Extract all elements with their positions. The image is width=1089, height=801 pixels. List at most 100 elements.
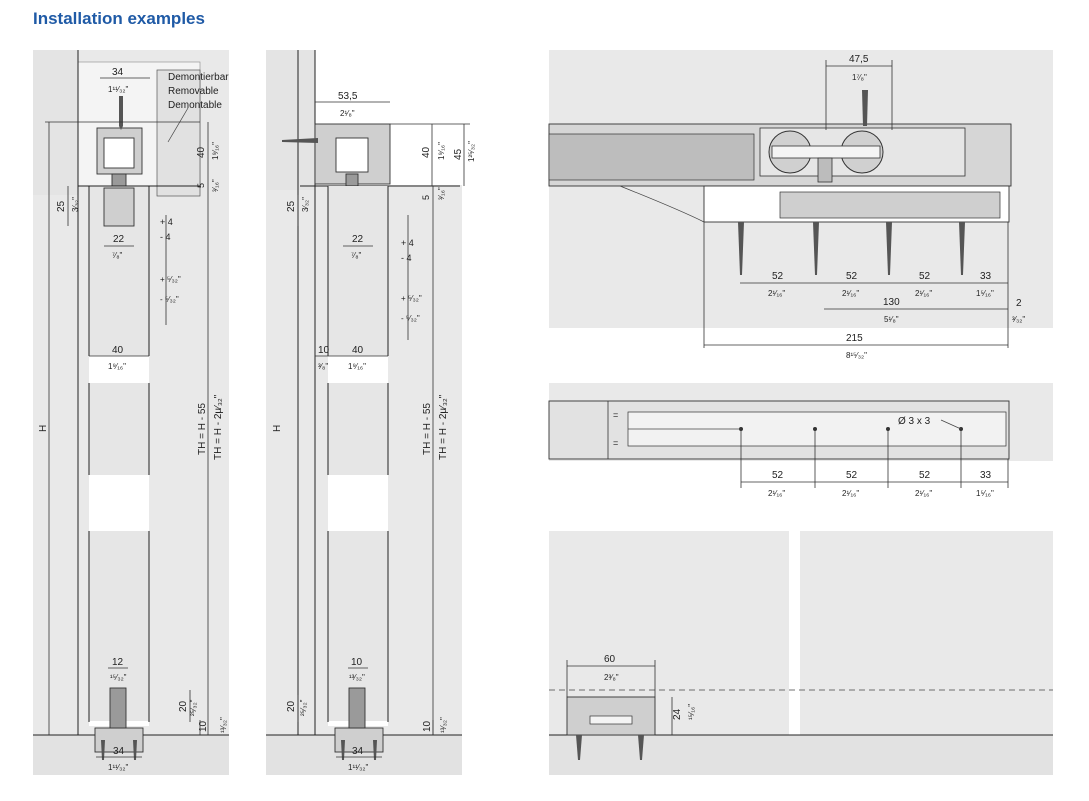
rb-floor (549, 735, 1053, 775)
rb-dim-24-in: ¹⁵⁄₁₆" (687, 704, 696, 720)
left-view-labels: Demontierbar Removable Demontable 34 1¹¹… (38, 67, 229, 772)
left-door-fitting (103, 187, 135, 227)
right-top-labels: 47,5 1⁷⁄₈" 52 52 52 2¹⁄₁₆" 2¹⁄₁₆" 2¹⁄₁₆"… (768, 54, 1025, 360)
mid-door-mid (328, 383, 388, 475)
mid-adj-minus-4: - 4 (401, 253, 412, 263)
rb-dim-24: 24 (672, 708, 683, 720)
mid-dim-34-bot: 34 (352, 746, 364, 757)
mid-dim-10-v: 10 (422, 720, 433, 732)
rm-equal-bot: = (613, 438, 618, 448)
middle-view-labels: 53,5 2¹⁄₈" 40 1⁹⁄₁₆" 45 1²⁵⁄₃₂" 5 ³⁄₁₆" … (272, 91, 476, 772)
mid-adj-plus-4: + 4 (401, 238, 414, 248)
left-dim-20-in: ²⁵⁄₃₂" (189, 699, 198, 716)
mid-dim-10-bot: 10 (351, 657, 363, 668)
left-door-mid (89, 383, 149, 475)
rt-dim-130-in: 5¹⁄₈" (884, 315, 899, 324)
left-carriage-body (103, 137, 135, 169)
right-bottom-view (549, 531, 1053, 775)
rt-dim-215: 215 (846, 333, 863, 344)
screw-icon (886, 222, 892, 275)
rt-dim-52a: 52 (772, 271, 784, 282)
left-dim-12-in: ¹⁵⁄₃₂" (110, 673, 127, 682)
mid-adj-minus-in: - ⁵⁄₃₂" (401, 314, 420, 323)
rail-screws (738, 90, 965, 275)
floor-screw-icon (638, 735, 644, 760)
right-bottom-labels: 60 2³⁄₈" 24 ¹⁵⁄₁₆" (604, 654, 696, 720)
mid-dim-10-bot-in: ¹³⁄₃₂" (349, 673, 365, 682)
mid-adj-plus-in: + ⁵⁄₃₂" (401, 294, 422, 303)
left-dim-34-top: 34 (112, 67, 124, 78)
screw-icon (738, 222, 744, 275)
rm-dim-52a: 52 (772, 470, 784, 481)
right-mid-view (548, 383, 1053, 488)
left-view (33, 50, 229, 775)
left-dim-40-h: 40 (112, 345, 124, 356)
rb-right-panel (800, 531, 1053, 775)
left-dim-25-v: 25 (56, 200, 67, 212)
mid-dim-45-v: 45 (453, 148, 464, 160)
mid-carriage-stem (345, 173, 359, 187)
mid-floor-screw-icon (373, 740, 377, 760)
left-dim-22: 22 (113, 234, 125, 245)
mid-dim-25-v-in: 3⁄₃₂" (301, 197, 310, 212)
left-dim-40-h-in: 1⁹⁄₁₆" (108, 362, 126, 371)
mid-dim-TH-in: TH = H - 2µ⁄₃₂" (438, 394, 449, 460)
rt-dim-130: 130 (883, 297, 900, 308)
floor-screw-icon (576, 735, 582, 760)
left-dim-22-in: ⁷⁄₈" (112, 251, 123, 260)
mid-floor-guide-pin (348, 687, 366, 729)
left-dim-5-v: 5 (196, 183, 206, 188)
left-adj-minus-4: - 4 (160, 232, 171, 242)
mid-dim-5-v: 5 (421, 195, 431, 200)
left-floor-screw-icon (133, 740, 137, 760)
mid-dim-40-v-in: 1⁹⁄₁₆" (437, 142, 446, 160)
screw-icon (959, 222, 965, 275)
rm-dim-52c-in: 2¹⁄₁₆" (915, 489, 932, 498)
left-dim-40-v-in: 1⁹⁄₁₆" (211, 142, 220, 160)
carriage-bolt (817, 157, 833, 183)
mid-dim-20: 20 (286, 700, 297, 712)
damper-unit (548, 133, 755, 181)
rt-dim-52b: 52 (846, 271, 858, 282)
rb-dim-60: 60 (604, 654, 616, 665)
mid-dim-40-h-in: 1⁹⁄₁₆" (348, 362, 366, 371)
mid-dim-22-in: ⁷⁄₈" (351, 251, 362, 260)
left-dim-34-bot: 34 (113, 746, 125, 757)
mid-dim-10-v-in: ¹³⁄₃₂" (439, 717, 448, 733)
mid-wall-screw-icon (282, 138, 318, 143)
left-adj-plus-in: + ⁵⁄₃₂" (160, 275, 181, 284)
left-floor-screw-icon (101, 740, 105, 760)
left-dim-12: 12 (112, 657, 124, 668)
rb-dim-60-in: 2³⁄₈" (604, 673, 619, 682)
left-ceiling-block (33, 50, 78, 195)
rm-dim-52b-in: 2¹⁄₁₆" (842, 489, 859, 498)
carriage-bar (771, 145, 881, 159)
screw-icon (813, 222, 819, 275)
rt-dim-47-5-in: 1⁷⁄₈" (852, 73, 867, 82)
left-carriage-stem (111, 173, 127, 187)
mid-dim-10-in: ³⁄₈" (318, 362, 328, 371)
left-dim-34-bot-in: 1¹¹⁄₃₂" (108, 763, 128, 772)
rt-dim-52c: 52 (919, 271, 931, 282)
left-adj-plus-4: + 4 (160, 217, 173, 227)
left-dim-40-v: 40 (196, 146, 207, 158)
rm-dim-52c: 52 (919, 470, 931, 481)
mid-dim-TH: TH = H - 55 (422, 403, 433, 455)
mid-dim-22: 22 (352, 234, 364, 245)
mid-dim-40-h: 40 (352, 345, 364, 356)
rt-dim-52c-in: 2¹⁄₁₆" (915, 289, 932, 298)
rt-dim-47-5: 47,5 (849, 54, 869, 65)
rm-equal-top: = (613, 410, 618, 420)
left-dim-TH-in: TH = H - 2µ⁄₃₂" (213, 394, 224, 460)
rt-dim-52b-in: 2¹⁄₁₆" (842, 289, 859, 298)
rm-dim-52a-in: 2¹⁄₁₆" (768, 489, 785, 498)
left-dim-10: 10 (198, 720, 209, 732)
rm-hole-label: Ø 3 x 3 (898, 416, 931, 427)
left-removable-en: Removable (168, 86, 219, 97)
left-dim-34-top-in: 1¹¹⁄₃₂" (108, 85, 128, 94)
rt-dim-215-in: 8¹⁵⁄₃₂" (846, 351, 867, 360)
left-adj-minus-in: - ⁵⁄₃₂" (160, 295, 179, 304)
floor-guide-slot (589, 715, 633, 725)
left-removable-de: Demontierbar (168, 72, 229, 83)
mid-carriage-body (335, 137, 369, 173)
